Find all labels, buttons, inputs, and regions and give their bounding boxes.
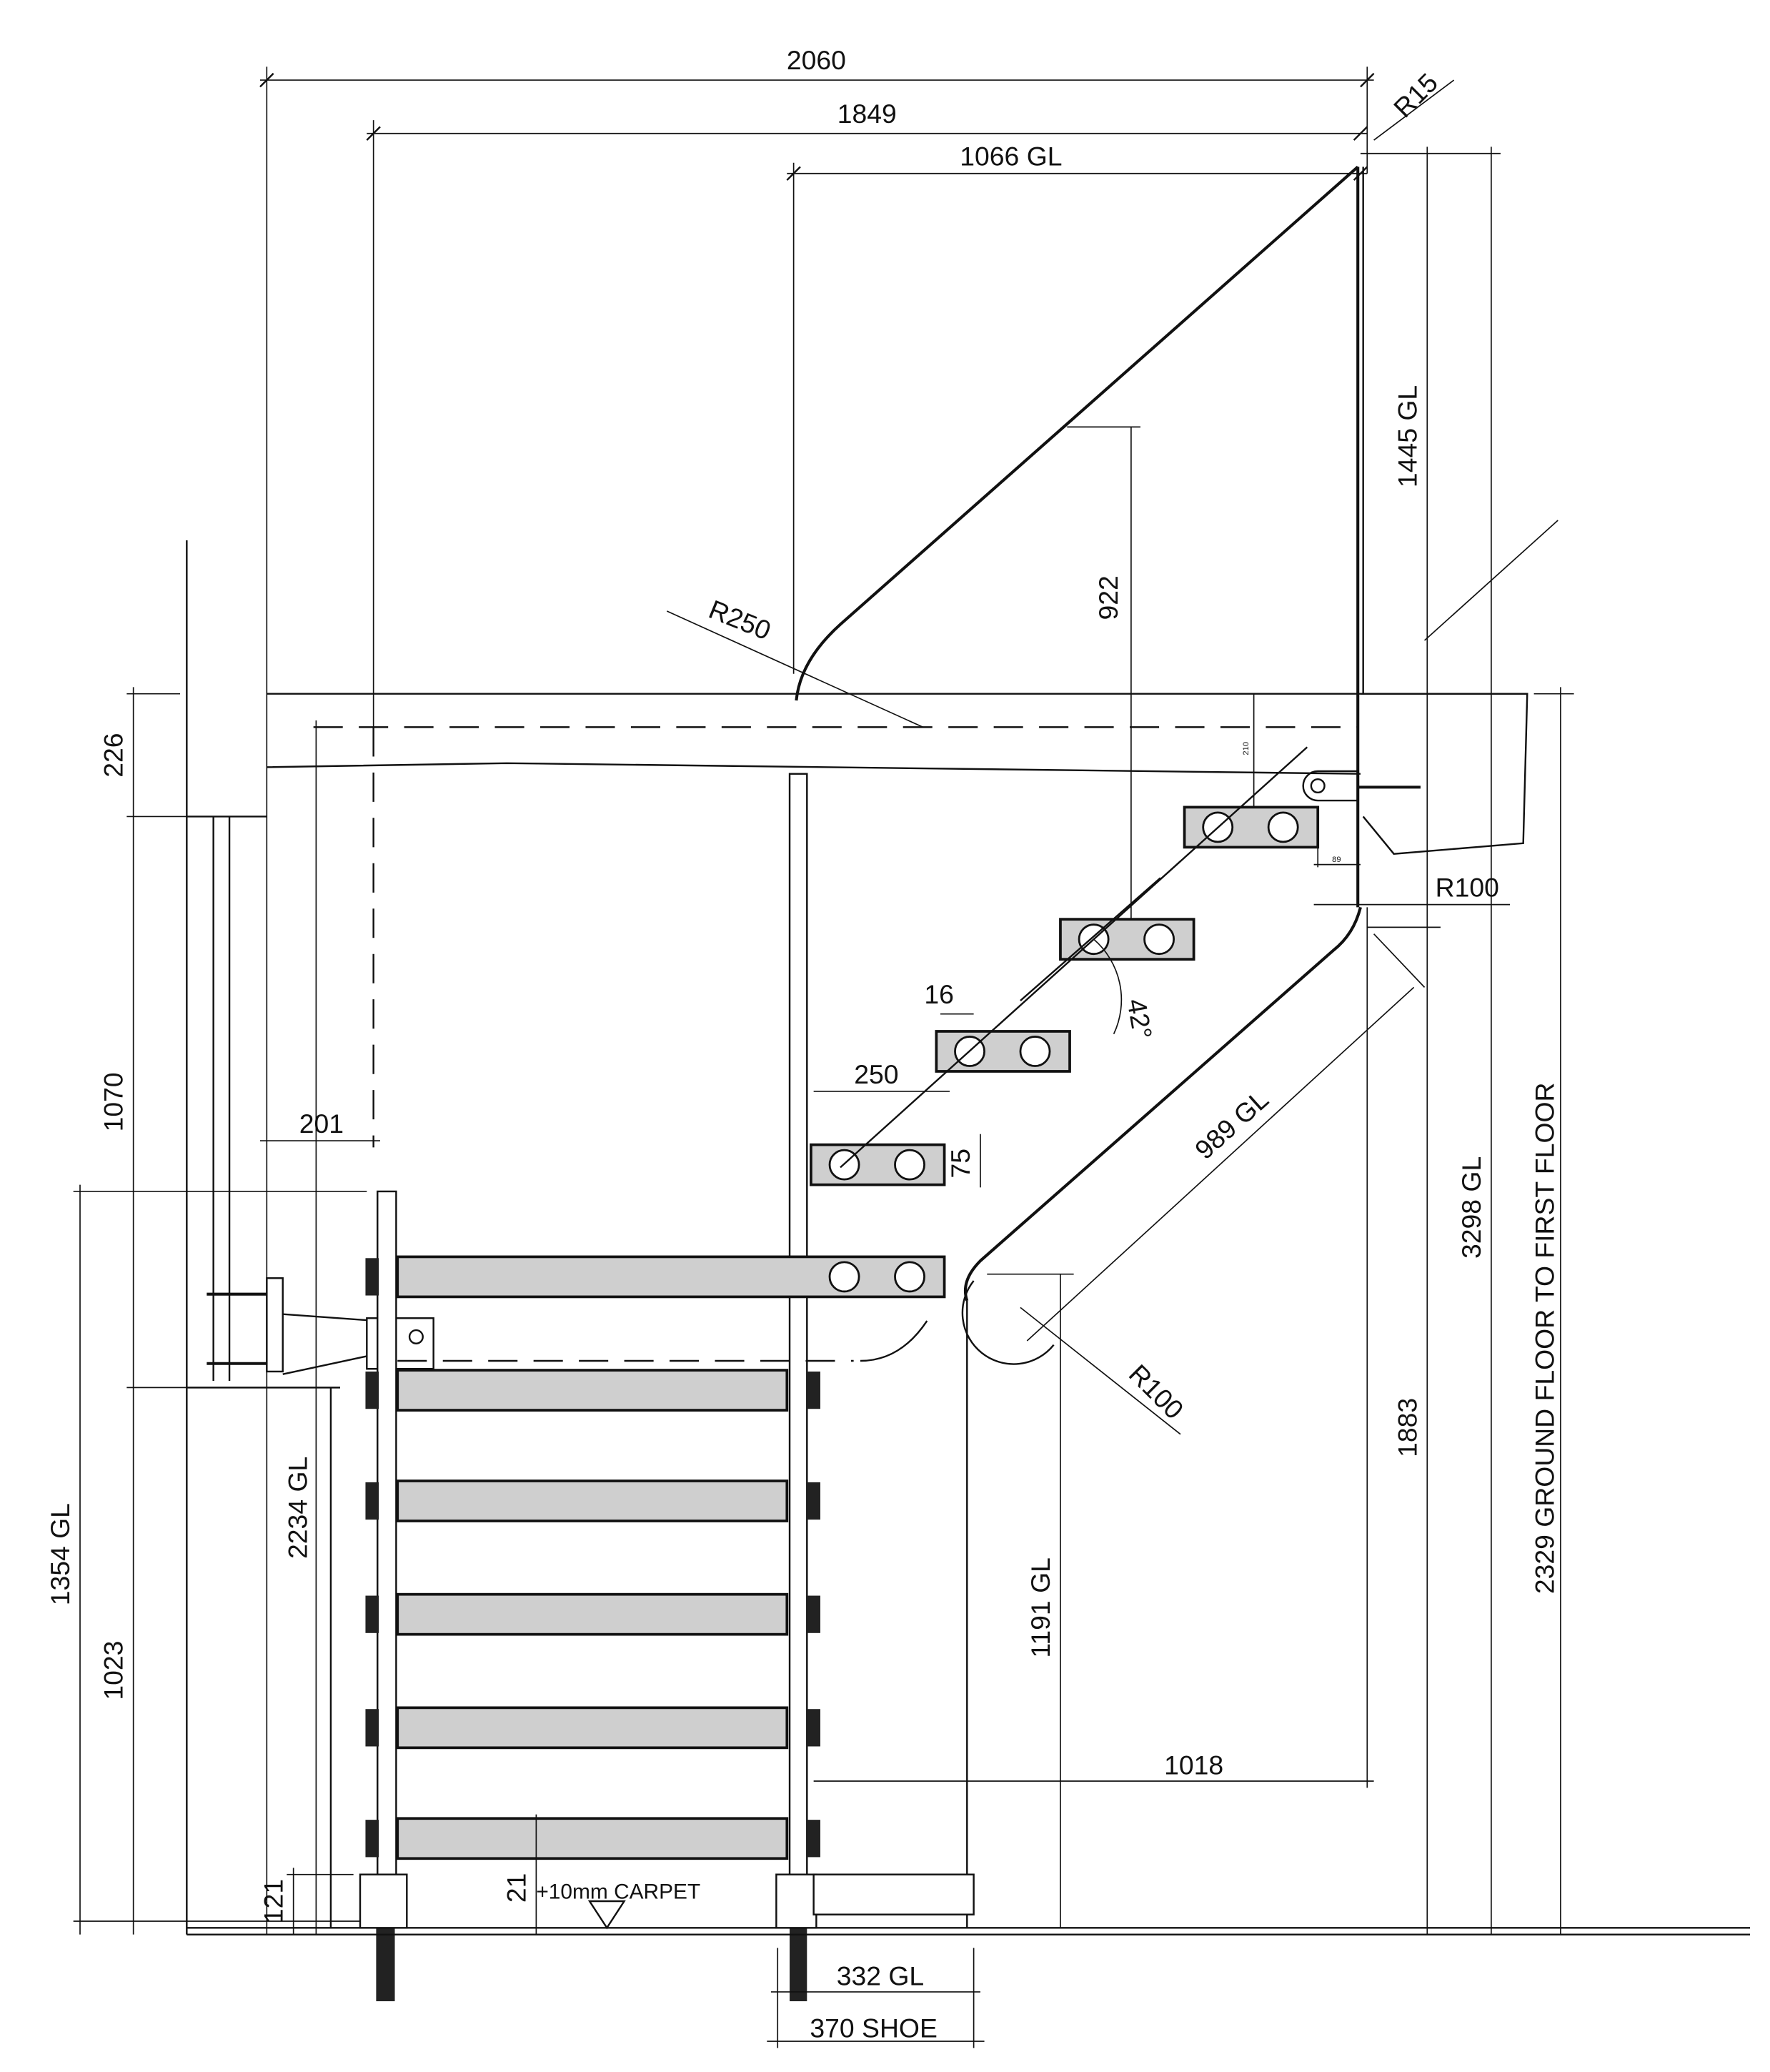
dim-250: 250 <box>854 1059 898 1089</box>
dim-16: 16 <box>924 979 954 1009</box>
dim-89: 89 <box>1332 856 1341 864</box>
tread <box>396 1706 789 1750</box>
tread <box>396 1592 789 1636</box>
dim-201: 201 <box>299 1109 344 1139</box>
lower-glass-panel <box>860 906 1415 1928</box>
dim-1849: 1849 <box>837 99 897 129</box>
tread <box>396 1817 789 1860</box>
tread <box>396 1255 946 1299</box>
dim-42-degrees: 42° <box>1121 996 1158 1041</box>
dim-floor-to-floor: 2329 GROUND FLOOR TO FIRST FLOOR <box>1530 1082 1560 1594</box>
dim-2234-gl: 2234 GL <box>282 1457 312 1559</box>
dim-370-shoe: 370 SHOE <box>810 2013 937 2043</box>
dim-1191-gl: 1191 GL <box>1025 1557 1055 1657</box>
dim-922: 922 <box>1093 575 1123 620</box>
dim-1883: 1883 <box>1392 1398 1422 1457</box>
dim-1354-gl: 1354 GL <box>45 1503 75 1605</box>
dim-75: 75 <box>945 1149 975 1179</box>
dim-1023: 1023 <box>99 1641 129 1700</box>
right-dimensions <box>1313 147 1574 1935</box>
dim-3298-gl: 3298 GL <box>1456 1156 1486 1259</box>
dim-21: 21 <box>501 1873 531 1903</box>
dim-210: 210 <box>1242 742 1251 755</box>
dim-1018: 1018 <box>1164 1750 1223 1780</box>
dim-332-gl: 332 GL <box>837 1961 924 1991</box>
upper-glass-panel <box>795 165 1364 908</box>
dim-r100-upper: R100 <box>1436 872 1499 902</box>
dim-1070: 1070 <box>99 1072 129 1131</box>
dim-r250: R250 <box>705 594 775 645</box>
dim-2060: 2060 <box>787 45 846 75</box>
winder-treads <box>810 746 1320 1188</box>
floor-and-shoes <box>187 1814 1751 2048</box>
tread <box>396 1369 789 1412</box>
dim-226: 226 <box>99 733 129 777</box>
dim-989-gl: 989 GL <box>1189 1084 1274 1165</box>
dim-1066-gl: 1066 GL <box>960 142 1062 172</box>
dim-1445-gl: 1445 GL <box>1392 385 1422 487</box>
tread <box>396 1479 789 1522</box>
dim-121: 121 <box>259 1879 289 1923</box>
straight-treads <box>365 1255 946 1860</box>
carpet-note: +10mm CARPET <box>536 1880 700 1903</box>
top-dimensions <box>259 66 1501 1935</box>
landing-slab: 210 89 <box>267 693 1528 1148</box>
dim-r15: R15 <box>1388 67 1443 123</box>
left-dimensions <box>73 687 380 1935</box>
